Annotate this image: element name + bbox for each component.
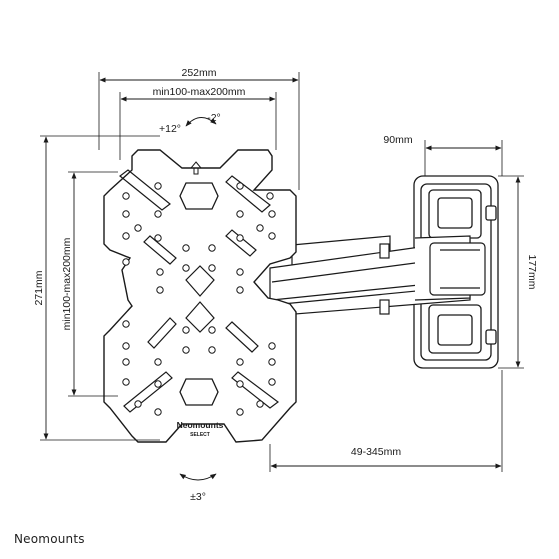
tilt-arc	[185, 117, 217, 127]
rotation-arc	[179, 473, 217, 481]
hexagon-cutout-top	[179, 182, 219, 210]
label-vesa-height: min100-max200mm	[61, 237, 73, 330]
label-wall-plate-height: 177mm	[526, 254, 538, 289]
label-tilt-up: +12°	[159, 123, 181, 135]
label-wall-plate-width: 90mm	[383, 134, 412, 146]
plate-brand-name: Neomounts	[177, 420, 224, 430]
diagonal-slots	[119, 169, 279, 413]
label-overall-width: 252mm	[181, 67, 216, 79]
plate-brand-line: SELECT	[190, 432, 210, 438]
hexagon-cutout-bottom	[179, 378, 219, 406]
up-arrow-icon	[189, 161, 203, 175]
label-tilt-down: -2°	[207, 112, 221, 124]
label-overall-height: 271mm	[33, 270, 45, 305]
label-rotation: ±3°	[190, 491, 206, 503]
swing-arm	[269, 235, 486, 329]
label-wall-distance: 49-345mm	[351, 446, 401, 458]
mounting-holes	[122, 182, 276, 416]
dimension-lines	[43, 77, 521, 481]
footer-brand: Neomounts	[14, 532, 85, 546]
vesa-plate: Neomounts SELECT	[103, 149, 297, 443]
label-vesa-width: min100-max200mm	[153, 86, 246, 98]
extension-lines	[40, 72, 524, 472]
